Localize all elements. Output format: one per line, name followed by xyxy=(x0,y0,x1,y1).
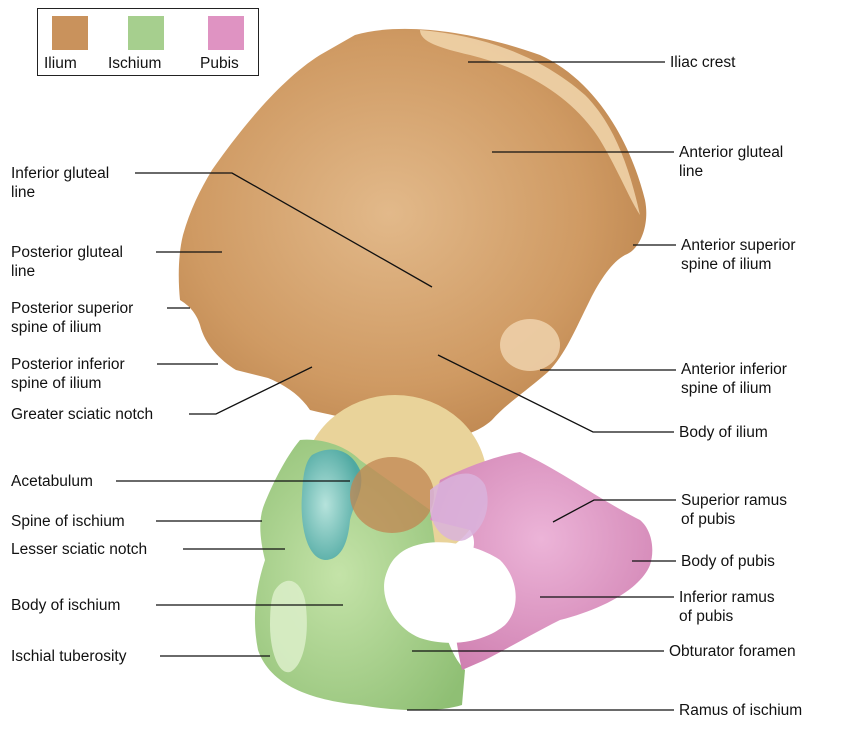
label-obturator-foramen: Obturator foramen xyxy=(669,642,796,661)
label-anterior-superior-spine: Anterior superior spine of ilium xyxy=(681,236,796,274)
label-lesser-sciatic-notch: Lesser sciatic notch xyxy=(11,540,147,559)
label-posterior-superior-spine: Posterior superior spine of ilium xyxy=(11,299,133,337)
label-acetabulum: Acetabulum xyxy=(11,472,93,491)
label-spine-of-ischium: Spine of ischium xyxy=(11,512,125,531)
leader-greater-sciatic-notch xyxy=(189,367,312,414)
legend-label-ilium: Ilium xyxy=(44,55,77,73)
legend-swatch-ischium xyxy=(128,16,164,50)
label-body-of-ischium: Body of ischium xyxy=(11,596,120,615)
legend-swatch-pubis xyxy=(208,16,244,50)
label-inferior-gluteal-line: Inferior gluteal line xyxy=(11,164,109,202)
leader-superior-ramus-pubis xyxy=(553,500,676,522)
label-body-of-pubis: Body of pubis xyxy=(681,552,775,571)
label-iliac-crest: Iliac crest xyxy=(670,53,735,72)
label-inferior-ramus-pubis: Inferior ramus of pubis xyxy=(679,588,775,626)
legend: Ilium Ischium Pubis xyxy=(37,8,259,76)
label-posterior-gluteal-line: Posterior gluteal line xyxy=(11,243,123,281)
legend-label-pubis: Pubis xyxy=(200,55,239,73)
legend-label-ischium: Ischium xyxy=(108,55,161,73)
label-body-of-ilium: Body of ilium xyxy=(679,423,768,442)
leader-inferior-gluteal-line xyxy=(135,173,432,287)
label-anterior-inferior-spine: Anterior inferior spine of ilium xyxy=(681,360,787,398)
label-anterior-gluteal-line: Anterior gluteal line xyxy=(679,143,783,181)
legend-swatch-ilium xyxy=(52,16,88,50)
label-greater-sciatic-notch: Greater sciatic notch xyxy=(11,405,153,424)
label-posterior-inferior-spine: Posterior inferior spine of ilium xyxy=(11,355,125,393)
leader-body-of-ilium xyxy=(438,355,674,432)
label-superior-ramus-pubis: Superior ramus of pubis xyxy=(681,491,787,529)
label-ramus-of-ischium: Ramus of ischium xyxy=(679,701,802,720)
label-ischial-tuberosity: Ischial tuberosity xyxy=(11,647,126,666)
